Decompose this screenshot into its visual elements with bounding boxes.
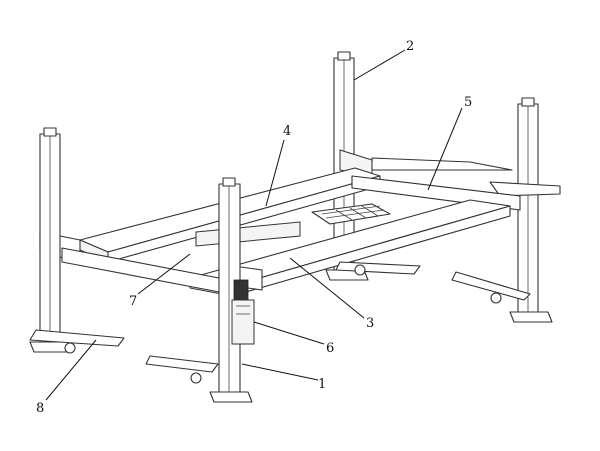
jack-tray-grid <box>321 205 385 221</box>
power-unit <box>231 279 255 345</box>
callout-7: 7 <box>129 294 137 309</box>
jack-tray <box>311 203 391 225</box>
rear-ramp <box>371 157 513 171</box>
callout-3: 3 <box>366 316 374 331</box>
callout-1: 1 <box>318 377 326 392</box>
caster-kits <box>29 261 531 384</box>
callout-5: 5 <box>464 95 472 110</box>
callout-2: 2 <box>406 39 414 54</box>
rear-ramp-right <box>489 181 561 197</box>
callout-4: 4 <box>283 124 291 139</box>
callout-6: 6 <box>326 341 334 356</box>
callout-leaders <box>45 49 463 401</box>
post-front-left <box>29 127 73 353</box>
callout-8: 8 <box>36 401 44 416</box>
